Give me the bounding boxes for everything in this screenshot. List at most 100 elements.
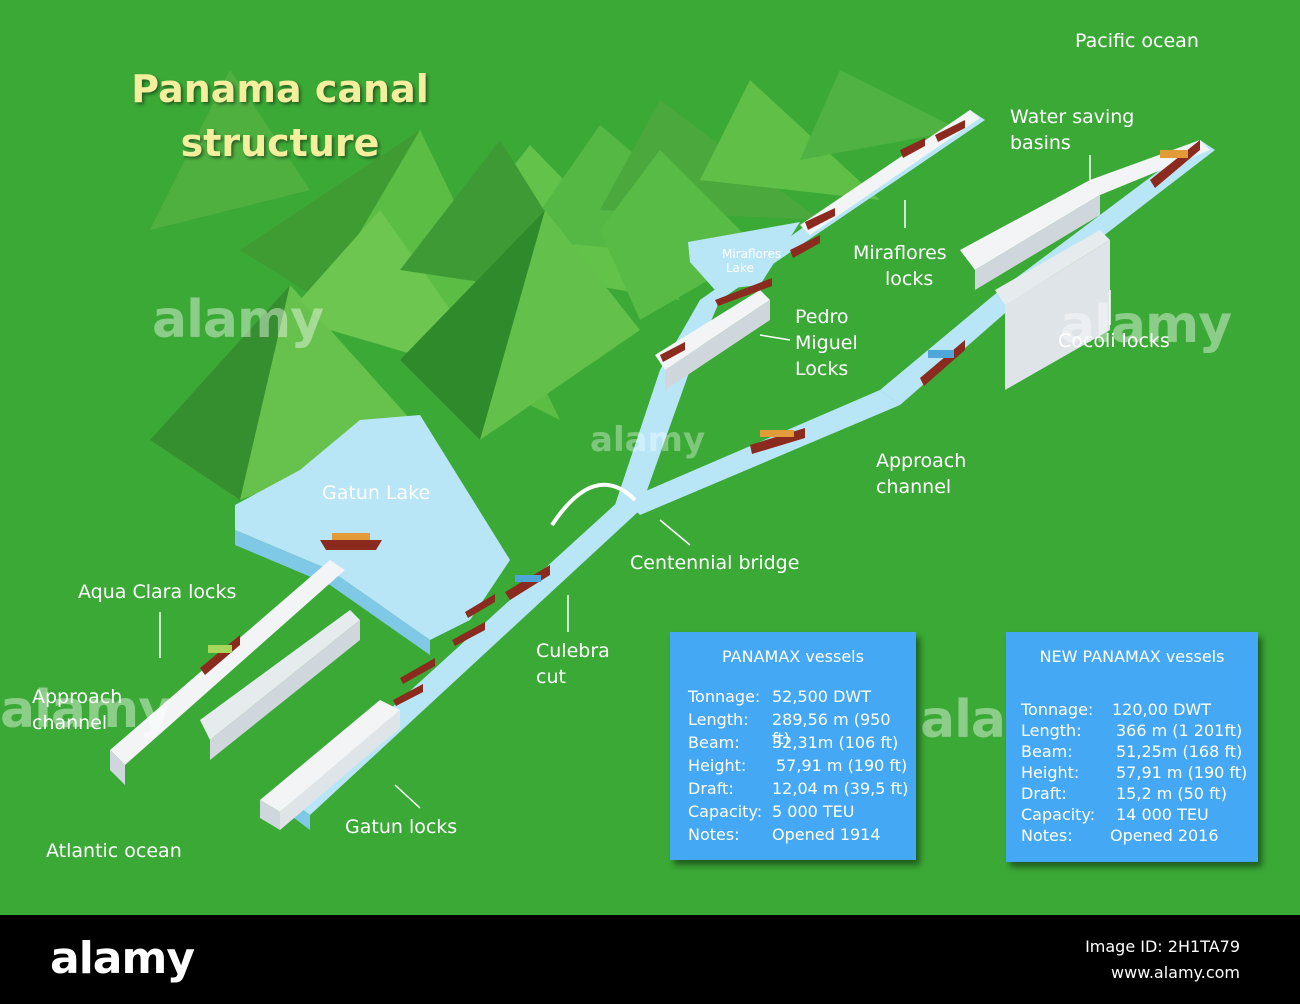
spec-value: Opened 1914: [772, 825, 881, 844]
aqua-clara-locks-block: [110, 560, 360, 785]
spec-value: Opened 2016: [1110, 826, 1219, 845]
page-title: Panama canal structure: [120, 62, 440, 170]
mountain: [800, 70, 960, 160]
label-line: channel: [876, 476, 952, 498]
spec-value: 51,25m (168 ft): [1116, 742, 1243, 761]
mountain: [400, 210, 545, 440]
spec-key: Tonnage:: [1021, 700, 1094, 719]
spec-row: Draft: 12,04 m (39,5 ft): [688, 779, 910, 801]
title-line-1: Panama canal: [131, 67, 429, 111]
spec-value: 5 000 TEU: [772, 802, 855, 821]
ship: [790, 235, 820, 258]
spec-key: Notes:: [688, 825, 740, 844]
miraflores-locks-block: [800, 110, 980, 235]
spec-row: Tonnage: 52,500 DWT: [688, 687, 910, 709]
watermark: alamy: [590, 420, 706, 460]
label-line: cut: [536, 666, 566, 688]
ship: [1150, 140, 1200, 188]
title-line-2: structure: [180, 121, 380, 165]
ship: [200, 635, 240, 675]
ship: [750, 428, 805, 454]
ship: [900, 138, 925, 158]
label-gatun-lake: Gatun Lake: [322, 482, 431, 504]
spec-key: Draft:: [1021, 784, 1067, 803]
spec-value: 12,04 m (39,5 ft): [772, 779, 909, 798]
label-line: Locks: [795, 358, 849, 380]
spec-key: Height:: [1021, 763, 1080, 782]
ships: [200, 120, 1200, 706]
label-line: Miraflores: [853, 242, 947, 264]
new-panamax-card-title: NEW PANAMAX vessels: [1039, 647, 1225, 666]
footer-bar: alamy Image ID: 2H1TA79 www.alamy.com: [0, 915, 1300, 1004]
spec-key: Capacity:: [688, 802, 763, 821]
spec-value: 14 000 TEU: [1116, 805, 1209, 824]
spec-row: Capacity: 5 000 TEU: [688, 802, 910, 824]
spec-row: Length: 289,56 m (950 ft): [688, 710, 910, 748]
label-miraflores-locks: Miraflores locks: [853, 240, 947, 292]
spec-key: Beam:: [1021, 742, 1073, 761]
label-pacific-ocean: Pacific ocean: [1075, 30, 1199, 52]
spec-value: 289,56 m (950 ft): [772, 710, 891, 748]
ship: [465, 594, 495, 618]
mountain: [150, 285, 290, 500]
new-panamax-card: NEW PANAMAX vessels Tonnage: 120,00 DWT L…: [1006, 632, 1258, 862]
panamax-card-title: PANAMAX vessels: [722, 647, 864, 666]
canal-illustration: [110, 70, 1215, 830]
spec-key: Height:: [688, 756, 747, 775]
spec-row: Height: 57,91 m (190 ft): [688, 756, 910, 778]
spec-row: Beam: 51,25m (168 ft): [1021, 742, 1252, 764]
panamax-card: PANAMAX vessels Tonnage: 52,500 DWT Lengt…: [670, 632, 916, 860]
spec-key: Capacity:: [1021, 805, 1096, 824]
ship: [320, 533, 382, 550]
spec-value: 52,500 DWT: [772, 687, 871, 706]
ship: [660, 342, 685, 362]
ship: [920, 340, 965, 386]
mountain: [700, 80, 880, 200]
cocoli-locks-block: [960, 140, 1210, 390]
centennial-bridge: [550, 482, 637, 527]
spec-row: Notes:Opened 2016: [1021, 826, 1252, 848]
watermark: alamy: [152, 290, 324, 350]
spec-value: 57,91 m (190 ft): [1116, 763, 1248, 782]
miraflores-lake: [688, 222, 800, 290]
label-approach-channel-atlantic: Approach channel: [32, 684, 122, 736]
label-line: channel: [32, 712, 108, 734]
pointer-arrows: [159, 155, 1111, 809]
footer-logo: alamy: [50, 933, 195, 984]
spec-key: Length:: [688, 710, 749, 729]
ship: [505, 565, 550, 600]
label-line: Miraflores: [722, 247, 782, 261]
spec-value: 57,91 m (190 ft): [776, 756, 908, 775]
spec-value: 120,00 DWT: [1112, 700, 1211, 719]
spec-value: 32,31m (106 ft): [772, 733, 899, 752]
label-culebra-cut: Culebra cut: [536, 638, 610, 690]
ship: [393, 684, 423, 706]
spec-row: Tonnage: 120,00 DWT: [1021, 700, 1252, 722]
label-line: Pedro: [795, 306, 849, 328]
spec-row: Beam: 32,31m (106 ft): [688, 733, 910, 755]
label-water-saving-basins: Water saving basins: [1010, 104, 1134, 156]
label-miraflores-lake: Miraflores Lake: [722, 247, 781, 275]
label-line: Miguel: [795, 332, 858, 354]
spec-row: Length:366 m (1 201ft): [1021, 721, 1252, 743]
footer-site: www.alamy.com: [1111, 963, 1240, 982]
label-aqua-clara-locks: Aqua Clara locks: [78, 581, 237, 603]
spec-row: Notes: Opened 1914: [688, 825, 910, 847]
spec-key: Tonnage:: [688, 687, 761, 706]
label-line: Culebra: [536, 640, 610, 662]
spec-row: Draft:15,2 m (50 ft): [1021, 784, 1252, 806]
mountain: [150, 70, 310, 230]
ship: [715, 278, 772, 306]
spec-row: Capacity: 14 000 TEU: [1021, 805, 1252, 827]
spec-key: Length:: [1021, 721, 1082, 740]
label-line: Water saving: [1010, 106, 1135, 128]
mountains: [150, 70, 960, 500]
spec-key: Beam:: [688, 733, 740, 752]
label-line: locks: [885, 268, 934, 290]
spec-key: Draft:: [688, 779, 734, 798]
ship: [400, 658, 435, 684]
watermark: alamy: [1060, 295, 1232, 355]
mountain: [600, 150, 760, 320]
label-line: Approach: [876, 450, 967, 472]
